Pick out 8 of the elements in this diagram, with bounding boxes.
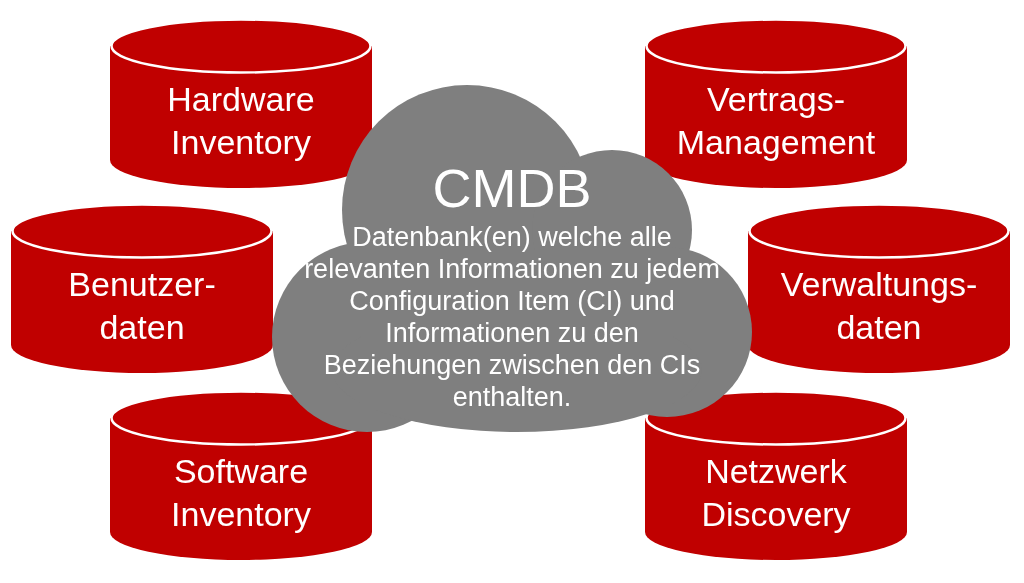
cylinder-label: Software Inventory [171,451,311,535]
cylinder-label: Hardware Inventory [167,79,315,163]
cloud-title: CMDB [432,157,592,219]
cloud-description: Datenbank(en) welche alle relevanten Informationen zu jedem Configuration Item (CI) und Informationen zu den Beziehungen zwischen den CIs enthalten. [303,221,721,413]
cylinder-label: Benutzer- daten [68,264,216,348]
cylinder-label: Vertrags- Management [676,79,876,163]
cylinder-label: Netzwerk Discovery [701,451,851,535]
cylinder-label: Verwaltungs- daten [780,264,978,348]
